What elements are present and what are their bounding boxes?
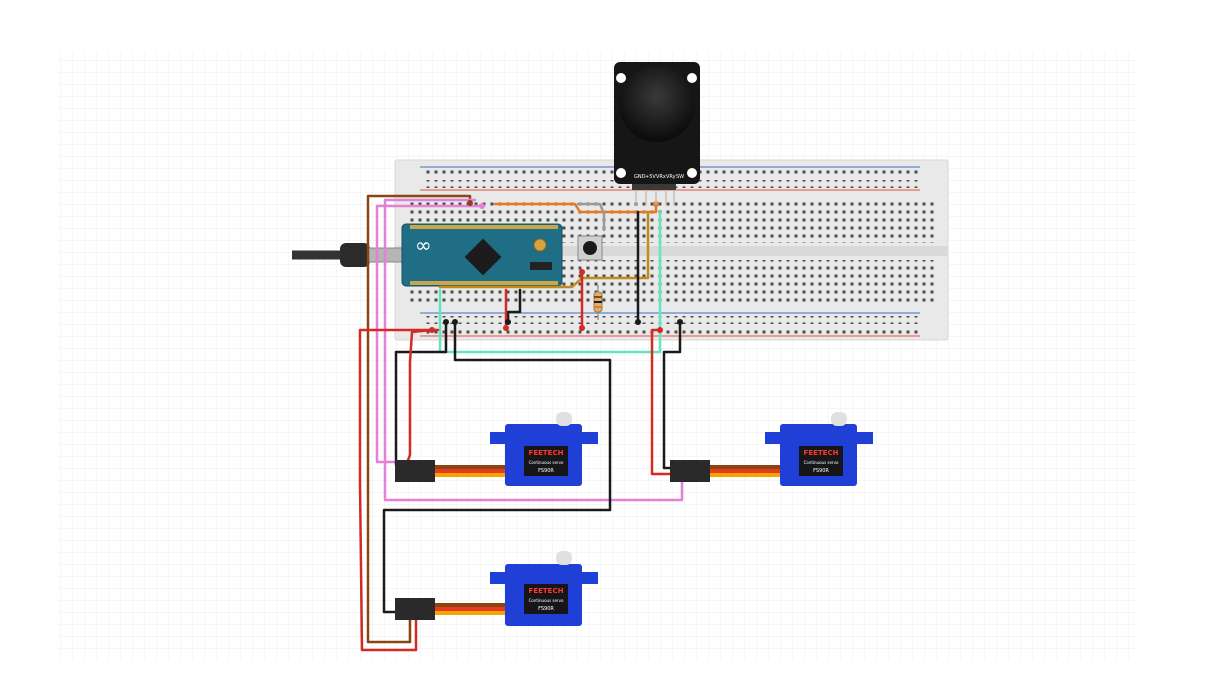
joystick-pin-labels: GND +5V VRx VRy SW: [634, 174, 684, 180]
grid-background: [58, 52, 1136, 660]
resistor: [593, 285, 603, 320]
servo-connector: [395, 598, 435, 620]
pushbutton-cap: [583, 241, 597, 255]
wire-black-servo3: [382, 320, 612, 614]
bottom-rail-holes-2: [424, 326, 920, 334]
joystick-knob: [619, 66, 695, 142]
wire-pink-1: [375, 204, 484, 464]
pushbutton: [577, 235, 603, 261]
servo-cable: [435, 465, 507, 469]
wires: [358, 194, 684, 652]
servo-cable: [710, 465, 782, 469]
servo-tab-right: [578, 572, 598, 584]
joystick-mount-hole-3: [616, 168, 626, 178]
arduino-logo: ∞: [415, 233, 432, 257]
wire-red-servo3: [358, 328, 440, 652]
joystick-pin-label: SW: [676, 174, 684, 180]
servo-brand: FEETECH: [804, 449, 839, 457]
servo-1: FEETECH Continuous servo FS90R: [395, 412, 598, 486]
joystick-mount-hole-2: [687, 73, 697, 83]
joystick-mount-hole-4: [687, 168, 697, 178]
wire-black-servo2: [662, 320, 682, 470]
arduino-led-row: [530, 262, 552, 270]
servo-cable: [435, 603, 507, 607]
servo-connector: [395, 460, 435, 482]
wire-red-servo1: [403, 328, 434, 470]
wire-black-arduino: [506, 288, 522, 324]
wire-orange: [493, 202, 658, 214]
arduino-chip: [464, 238, 502, 276]
servo-tab-right: [578, 432, 598, 444]
joystick-pin-label: VRy: [666, 174, 676, 180]
wire-endpoints: [429, 200, 683, 333]
arduino-reset-button: [533, 238, 547, 252]
joystick-pin-label: +5V: [645, 174, 656, 180]
servo-subtitle: Continuous servo: [529, 598, 564, 603]
servo-2: FEETECH Continuous servo FS90R: [670, 412, 873, 486]
joystick-pin-header: [632, 184, 676, 190]
servo-shaft: [556, 412, 572, 426]
servo-3: FEETECH Continuous servo FS90R: [395, 551, 598, 626]
joystick-pin-label: GND: [634, 174, 646, 180]
servo-model: FS90R: [538, 606, 554, 612]
arduino-header-top: [410, 225, 558, 229]
usb-cable-plug: [340, 243, 370, 267]
wire-brown: [366, 194, 472, 644]
servo-label-bg: [524, 446, 568, 476]
servo-label-bg: [524, 584, 568, 614]
arduino-header-bottom: [410, 281, 558, 285]
servo-model: FS90R: [813, 468, 829, 474]
servo-model: FS90R: [538, 468, 554, 474]
center-channel: [395, 246, 948, 256]
servo-subtitle: Continuous servo: [804, 460, 839, 465]
servo-brand: FEETECH: [529, 587, 564, 595]
arduino-micro: ∞: [401, 223, 563, 287]
servo-subtitle: Continuous servo: [529, 460, 564, 465]
wire-red-servo2: [650, 328, 678, 476]
servo-shaft: [556, 551, 572, 565]
servo-brand: FEETECH: [529, 449, 564, 457]
wire-pink-2: [383, 198, 684, 502]
servo-connector: [670, 460, 710, 482]
wire-gray: [576, 202, 606, 232]
wire-mint: [438, 210, 662, 354]
servo-shaft: [831, 412, 847, 426]
servo-label-bg: [799, 446, 843, 476]
joystick-mount-hole-1: [616, 73, 626, 83]
bottom-rail-holes-1: [424, 316, 920, 324]
joystick-pin-label: VRx: [656, 174, 666, 180]
servo-tab-right: [853, 432, 873, 444]
joystick-module: GND +5V VRx VRy SW: [614, 62, 700, 205]
